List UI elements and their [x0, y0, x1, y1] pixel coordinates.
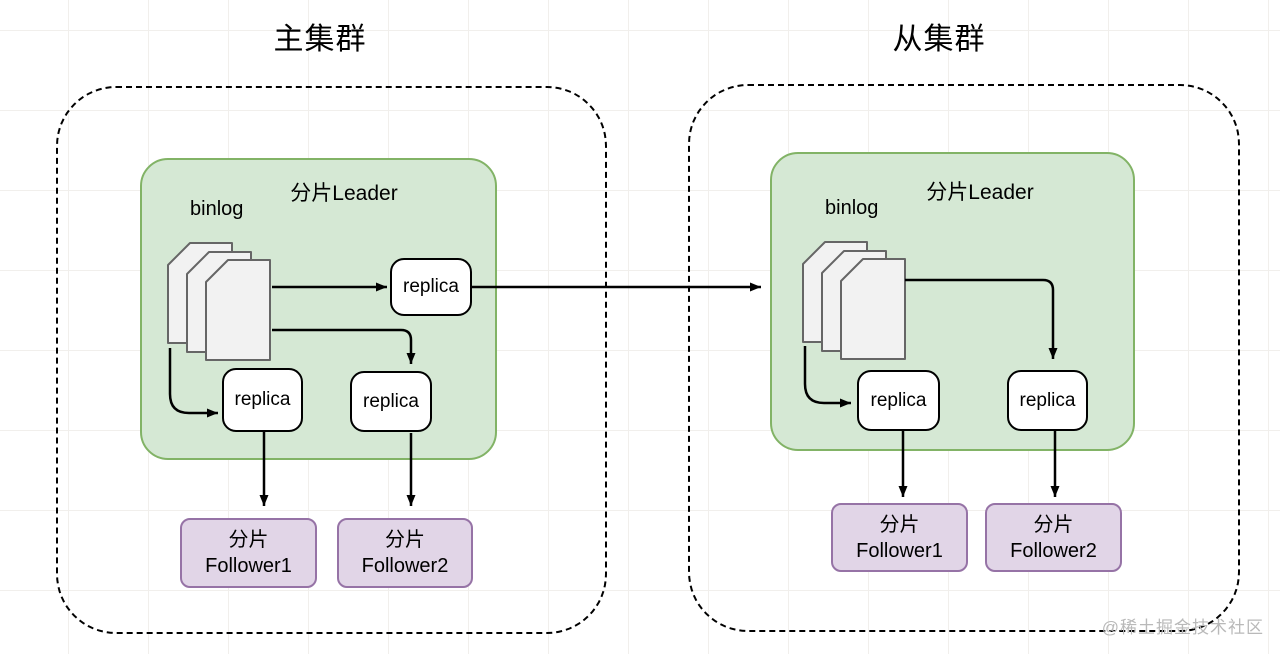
replica-cluster-border [688, 84, 1240, 632]
follower-label-line2: Follower2 [361, 555, 449, 577]
replica-cluster-title: 从集群 [892, 23, 986, 56]
main-cluster-border [56, 86, 607, 634]
replica-label: replica [234, 389, 291, 410]
watermark: @稀土掘金技术社区 [1101, 618, 1264, 637]
follower-node: 分片 Follower2 [985, 503, 1122, 572]
follower-node: 分片 Follower2 [337, 518, 473, 588]
follower-label-line1: 分片 [385, 529, 425, 551]
replica-label: replica [403, 276, 459, 297]
replica-binlog-label: binlog [825, 197, 879, 219]
replica-node: replica [390, 258, 472, 316]
follower-node: 分片 Follower1 [180, 518, 317, 588]
follower-label-line2: Follower1 [856, 539, 943, 562]
replica-label: replica [363, 390, 419, 412]
follower-label-line1: 分片 [879, 513, 920, 536]
replica-node: replica [222, 368, 303, 432]
follower-label-line2: Follower1 [205, 555, 292, 577]
follower-label-line2: Follower2 [1010, 539, 1097, 562]
replica-label: replica [1019, 389, 1076, 411]
follower-label-line1: 分片 [1033, 513, 1074, 536]
replica-leader-label: 分片Leader [926, 181, 1034, 204]
main-cluster-title: 主集群 [273, 23, 367, 56]
replica-label: replica [870, 389, 927, 411]
replica-node: replica [1007, 370, 1088, 431]
replica-node: replica [350, 371, 432, 432]
main-binlog-label: binlog [190, 198, 244, 220]
follower-node: 分片 Follower1 [831, 503, 968, 572]
follower-label-line1: 分片 [228, 529, 269, 551]
main-leader-label: 分片Leader [290, 182, 398, 205]
replica-node: replica [857, 370, 940, 431]
